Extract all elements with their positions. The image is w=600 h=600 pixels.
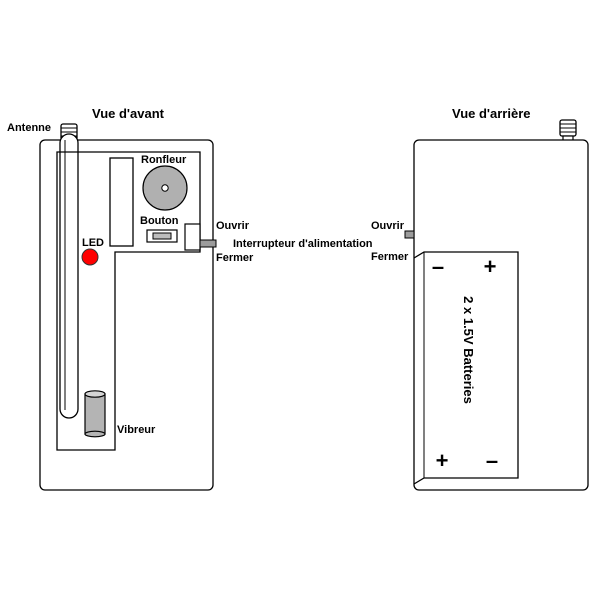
back-open-label: Ouvrir [371,220,405,232]
led-indicator [81,248,99,266]
back-antenna-tip [559,119,577,142]
battery-label: 2 x 1.5V Batteries [461,296,476,404]
battery-sign-bottom-right: – [486,448,498,473]
back-view: Vue d'arrière Ouvrir Fermer – + + – 2 x … [371,106,589,491]
switch-housing [184,223,201,251]
front-device-body [39,139,214,491]
front-close-label: Fermer [216,252,254,264]
buzzer-label: Ronfleur [141,154,187,166]
power-switch-label: Interrupteur d'alimentation [233,238,373,250]
battery-sign-bottom-left: + [436,448,449,473]
buzzer [142,165,188,211]
circuit-board [56,151,201,451]
antenna-label: Antenne [7,122,51,134]
front-view: Vue d'avant Antenne Ronfleur Bouton [7,106,254,491]
back-switch-slider [404,230,415,239]
battery-sign-top-right: + [484,254,497,279]
led-label: LED [82,237,104,249]
front-open-label: Ouvrir [216,220,250,232]
back-close-label: Fermer [371,251,409,263]
front-view-title: Vue d'avant [92,106,165,121]
front-switch-slider [199,239,217,248]
battery-compartment [413,251,519,485]
push-button [146,229,178,243]
vibrator-label: Vibreur [117,424,156,436]
button-label: Bouton [140,215,179,227]
antenna-rod [59,133,79,419]
chip [109,157,134,247]
back-view-title: Vue d'arrière [452,106,530,121]
vibrator-motor [84,390,106,438]
back-device-body [413,139,589,491]
battery-sign-top-left: – [432,254,444,279]
